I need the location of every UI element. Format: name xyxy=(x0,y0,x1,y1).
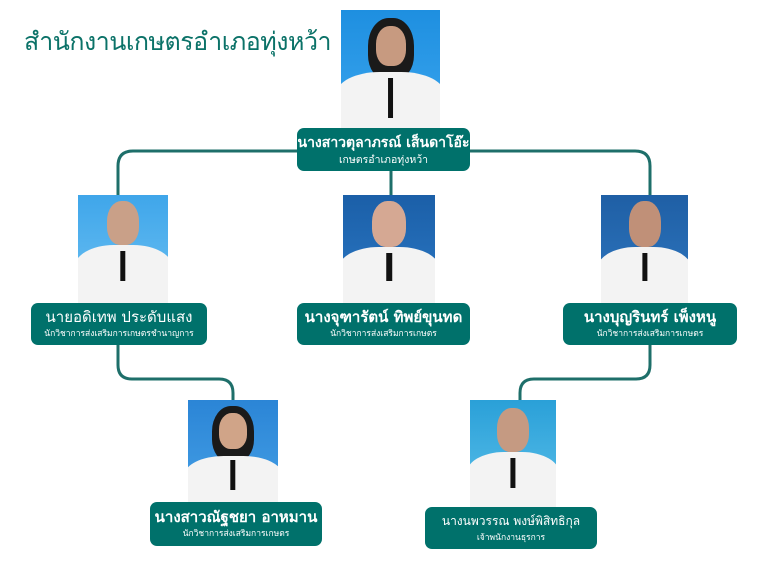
person-position: นักวิชาการส่งเสริมการเกษตร xyxy=(182,529,290,539)
person-card-4: นางบุญรินทร์ เพ็งหนู นักวิชาการส่งเสริมก… xyxy=(563,303,737,345)
person-position: เจ้าพนักงานธุรการ xyxy=(476,533,546,543)
person-name: นางสาวตุลาภรณ์ เส็นดาโอ๊ะ xyxy=(297,134,470,151)
photo-person-3 xyxy=(343,195,435,303)
photo-person-5 xyxy=(188,400,278,506)
person-position: นักวิชาการส่งเสริมการเกษตร xyxy=(330,329,437,339)
person-name: นายอดิเทพ ประดับแสง xyxy=(45,308,193,326)
connector-top-left xyxy=(116,149,297,195)
connector-right-down xyxy=(518,345,652,400)
person-card-6: นางนพวรรณ พงษ์พิสิทธิกุล เจ้าพนักงานธุรก… xyxy=(425,507,597,549)
connector-top-right xyxy=(470,149,652,195)
person-card-3: นางจุฑารัตน์ ทิพย์ขุนทด นักวิชาการส่งเสร… xyxy=(297,303,470,345)
page-title: สำนักงานเกษตรอำเภอทุ่งหว้า xyxy=(24,27,332,56)
photo-person-1 xyxy=(341,10,440,128)
person-name: นางบุญรินทร์ เพ็งหนู xyxy=(583,308,717,326)
person-position: นักวิชาการส่งเสริมการเกษตรชำนาญการ xyxy=(44,329,194,339)
person-card-2: นายอดิเทพ ประดับแสง นักวิชาการส่งเสริมกา… xyxy=(31,303,207,345)
person-name: นางสาวณัฐชยา อาหมาน xyxy=(154,508,318,526)
person-position: เกษตรอำเภอทุ่งหว้า xyxy=(338,153,429,166)
photo-person-6 xyxy=(470,400,556,508)
person-name: นางจุฑารัตน์ ทิพย์ขุนทด xyxy=(304,308,463,326)
person-position: นักวิชาการส่งเสริมการเกษตร xyxy=(596,329,704,339)
photo-person-2 xyxy=(78,195,168,303)
connector-left-down xyxy=(116,345,235,400)
person-card-5: นางสาวณัฐชยา อาหมาน นักวิชาการส่งเสริมกา… xyxy=(150,502,322,546)
person-card-1: นางสาวตุลาภรณ์ เส็นดาโอ๊ะ เกษตรอำเภอทุ่ง… xyxy=(297,128,470,171)
person-name: นางนพวรรณ พงษ์พิสิทธิกุล xyxy=(441,514,581,528)
photo-person-4 xyxy=(601,195,688,303)
